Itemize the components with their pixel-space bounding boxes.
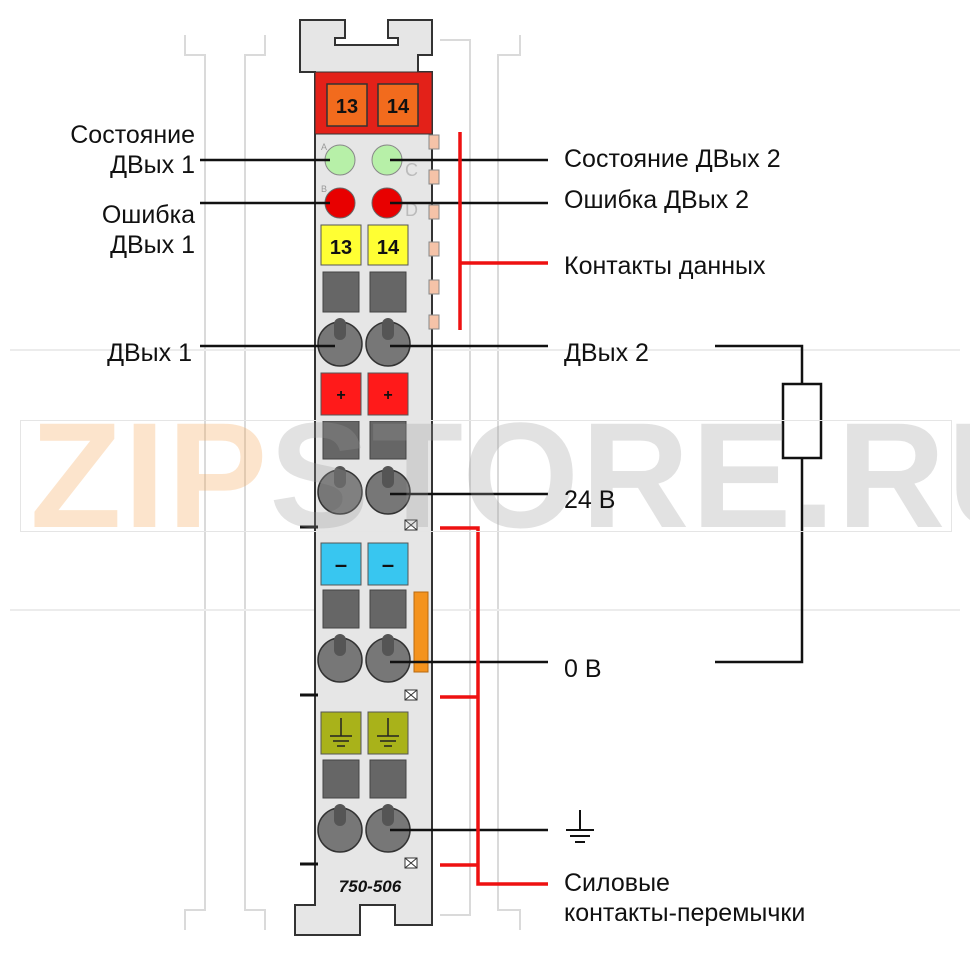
terminal-yellow-14 [367, 224, 409, 266]
resistor-load-icon [781, 382, 823, 460]
terminal-ground-right [367, 711, 409, 755]
terminal-minus-left-label: – [335, 552, 347, 577]
led-letter-a: A [321, 142, 327, 152]
orange-jumper [413, 591, 429, 673]
terminal-yellow-13 [320, 224, 362, 266]
label-data-contacts: Контакты данных [564, 252, 766, 280]
din-rail-outline [10, 35, 960, 930]
label-0v: 0 В [564, 655, 602, 683]
header-terminal-13-label: 13 [336, 96, 358, 118]
header-terminal-13 [326, 83, 368, 127]
watermark: ZIPSTORE.RU [30, 400, 970, 550]
ground-symbol-icon [566, 810, 594, 843]
label-status-2: Состояние ДВых 2 [564, 145, 781, 173]
header-terminal-14-label: 14 [387, 96, 410, 118]
terminal-yellow-13-label: 13 [330, 237, 352, 259]
label-error-2: Ошибка ДВых 2 [564, 186, 750, 214]
model-number: 750-506 [339, 877, 402, 896]
terminal-slots [322, 271, 407, 799]
terminal-plus-left [320, 372, 362, 416]
left-ticks [300, 525, 318, 866]
label-24v: 24 В [564, 486, 616, 514]
power-jumper-contacts [404, 519, 418, 869]
terminal-minus-right [367, 542, 409, 586]
led-letter-b: B [321, 184, 327, 194]
label-dout-1: ДВых 1 [107, 339, 192, 367]
terminal-yellow-14-label: 14 [377, 237, 400, 259]
watermark-band [20, 420, 952, 532]
ground-symbol-icon [330, 718, 352, 747]
watermark-part-2: STORE.RU [269, 391, 970, 559]
led-letter-d: D [405, 200, 418, 220]
label-error-1: Ошибка ДВых 1 [101, 201, 195, 259]
watermark-part-1: ZIP [30, 391, 270, 559]
data-contacts [428, 134, 440, 330]
clamp-release-slots [334, 318, 394, 826]
terminal-ground-left [320, 711, 362, 755]
terminal-plus-right-label: + [383, 387, 392, 404]
header-terminal-14 [377, 83, 419, 127]
terminal-plus-right [367, 372, 409, 416]
label-power-jumpers: Силовые контакты-перемычки [564, 869, 806, 927]
terminal-minus-left [320, 542, 362, 586]
red-callouts [440, 132, 548, 886]
terminal-minus-right-label: – [382, 552, 394, 577]
ground-symbol-icon [377, 718, 399, 747]
label-status-1: Состояние ДВых 1 [70, 121, 195, 179]
load-circuit [715, 344, 804, 664]
leader-lines [200, 158, 548, 832]
led-letter-c: C [405, 160, 418, 180]
terminal-plus-left-label: + [336, 387, 345, 404]
label-dout-2: ДВых 2 [564, 339, 649, 367]
